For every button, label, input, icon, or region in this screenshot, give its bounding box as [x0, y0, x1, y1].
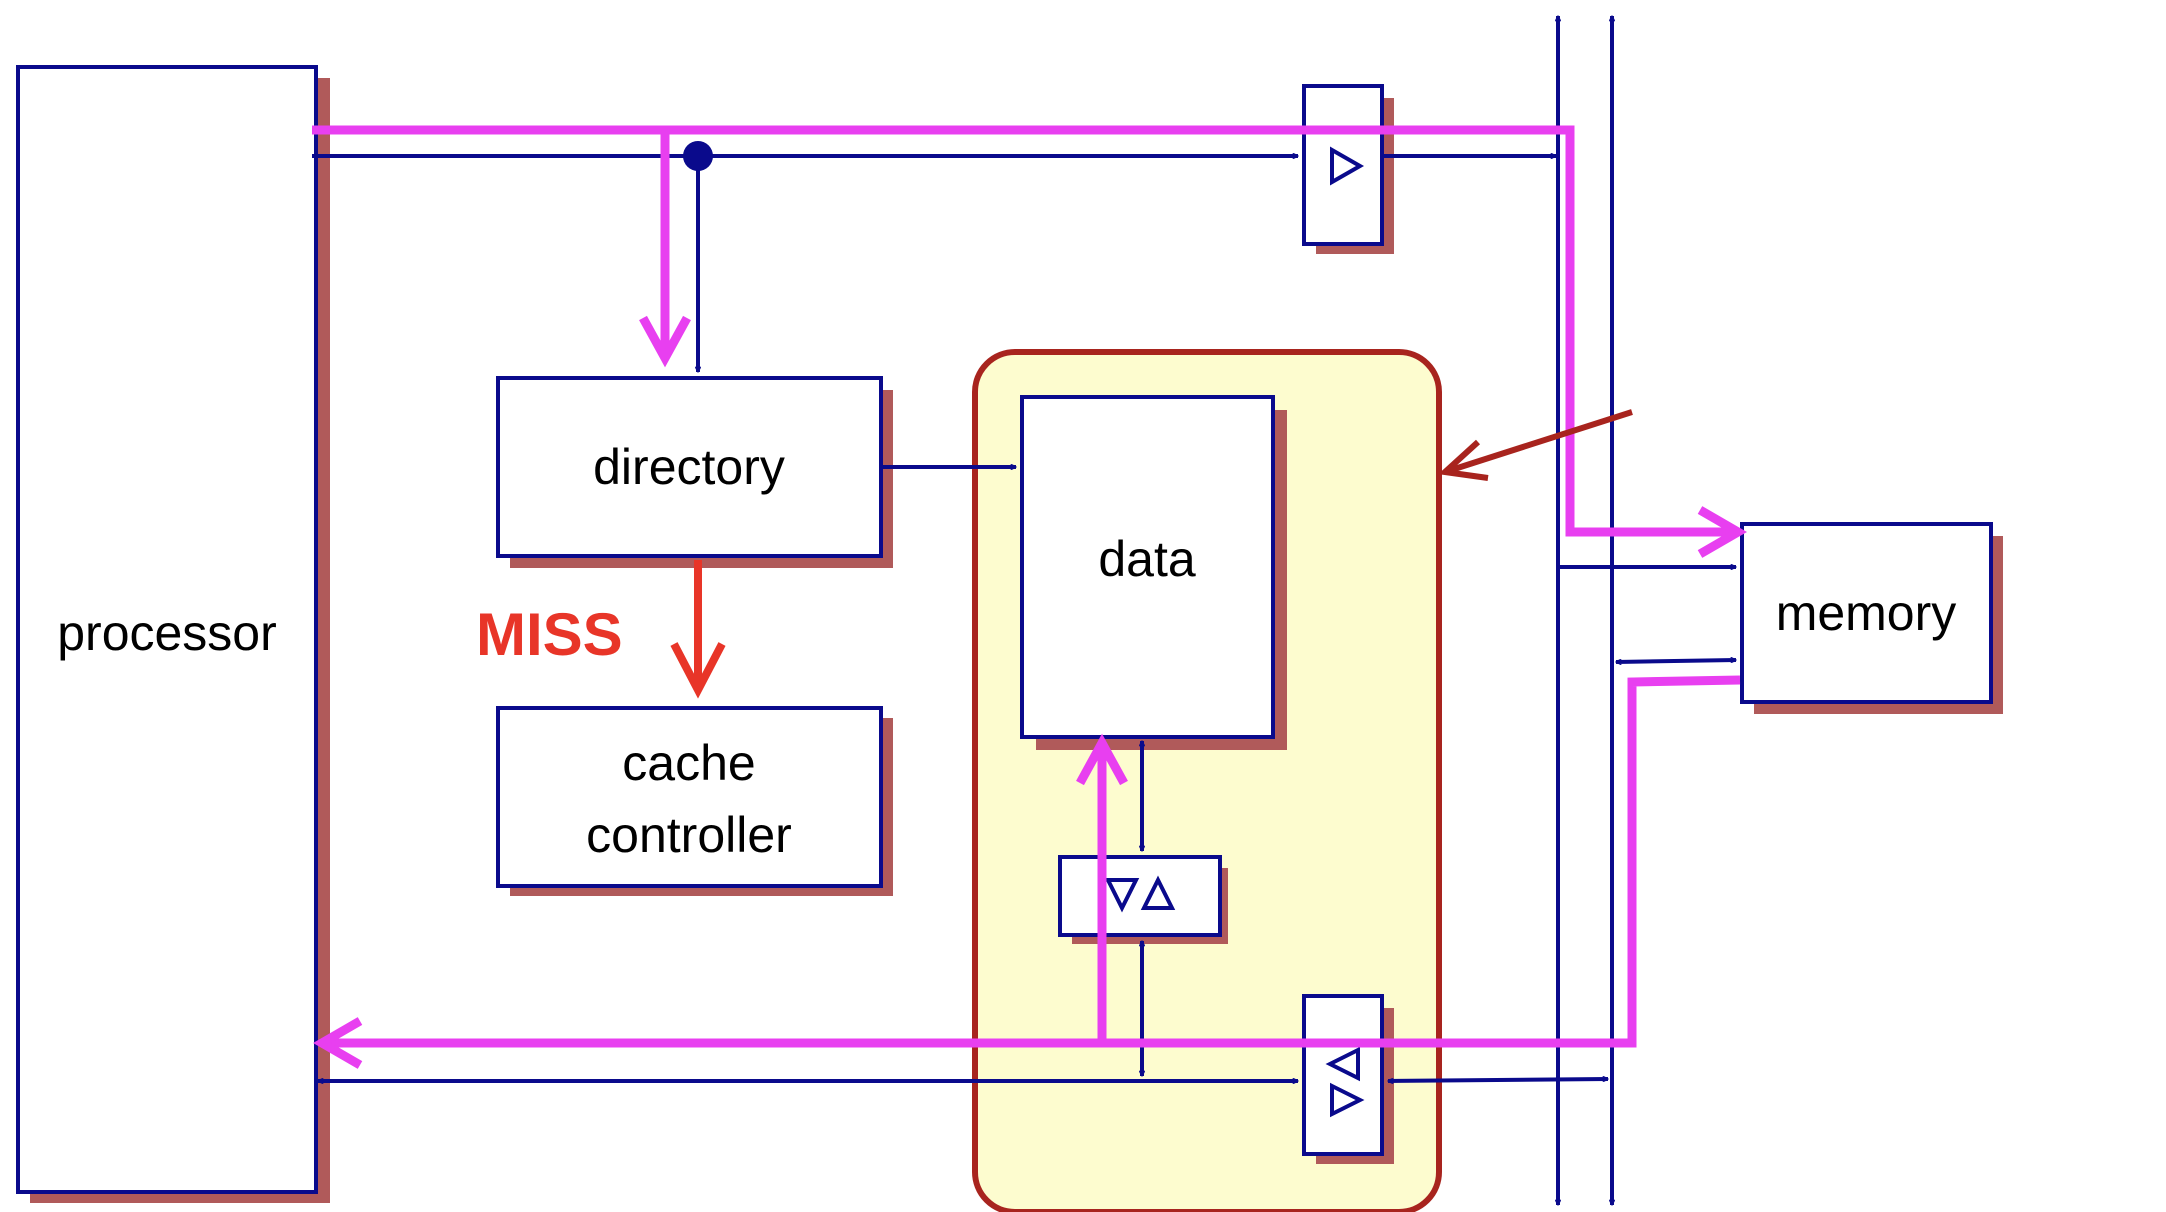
junction-dot	[683, 141, 713, 171]
data-transceiver	[1058, 855, 1222, 937]
triangle-right-icon	[1330, 146, 1365, 186]
miss-label: MISS	[476, 601, 623, 668]
data-buffer	[1302, 994, 1384, 1156]
data-label: data	[1098, 531, 1196, 587]
triangle-pair-icon	[1104, 875, 1176, 913]
directory-box	[496, 376, 883, 558]
cache-controller-box	[496, 706, 883, 888]
cache-controller-label-line1: cache	[622, 735, 755, 791]
memory-label: memory	[1776, 585, 1957, 641]
pointer-arrow	[1438, 409, 1633, 481]
processor-label: processor	[57, 605, 277, 661]
processor-box	[16, 65, 318, 1194]
system-bus	[1558, 16, 1612, 1205]
triangle-left-icon	[1325, 1046, 1360, 1082]
memory-box	[1740, 522, 1993, 704]
triangle-right-icon	[1330, 1082, 1365, 1118]
signal-lines	[312, 156, 1736, 1081]
miss-arrow	[670, 560, 726, 699]
address-buffer	[1302, 84, 1384, 246]
directory-label: directory	[593, 439, 785, 495]
miss-path	[312, 125, 1747, 1069]
cache-controller-label-line2: controller	[586, 807, 792, 863]
data-box	[1020, 395, 1275, 739]
